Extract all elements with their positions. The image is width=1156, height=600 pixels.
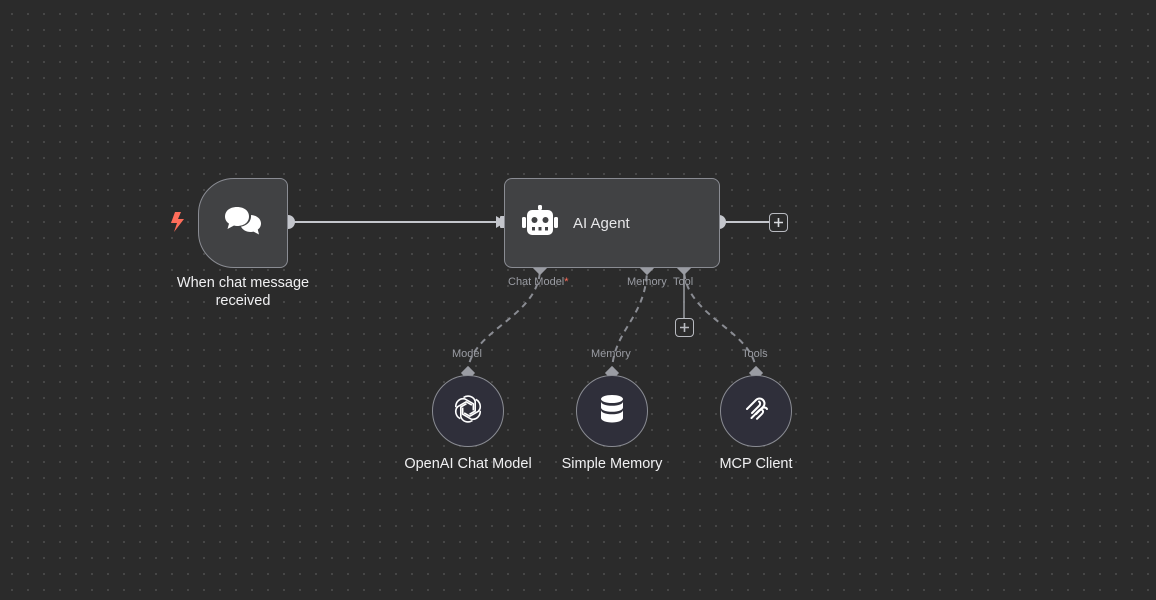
mcp-client-label: MCP Client [719,456,793,472]
required-marker: * [564,276,569,288]
memory-port-label: Memory [627,276,667,288]
chat-trigger-node[interactable] [198,178,288,268]
tools-port-label: Tools [742,348,768,360]
model-port-label: Model [452,348,482,360]
chat-bubbles-icon [223,204,263,243]
openai-chat-model-node[interactable] [432,375,504,447]
mcp-client-node[interactable] [720,375,792,447]
lightning-bolt-icon [170,211,185,238]
add-tool-button[interactable] [675,318,694,337]
simple-memory-node[interactable] [576,375,648,447]
ai-agent-node[interactable]: AI Agent [504,178,720,268]
simple-memory-label: Simple Memory [561,456,663,472]
connection-model-to-agent[interactable] [467,267,541,374]
robot-icon [521,204,559,242]
trigger-node-label: When chat message received [176,275,310,309]
openai-logo-icon [453,394,483,429]
connection-tool-to-agent[interactable] [683,267,757,374]
memory-node-port-label: Memory [591,348,631,360]
openai-chat-model-label: OpenAI Chat Model [404,456,532,472]
connection-memory-to-agent[interactable] [611,267,648,374]
plus-icon [774,218,783,227]
tool-port-label: Tool [673,276,694,288]
chat-model-port-label: Chat Model* [508,276,569,288]
ai-agent-title: AI Agent [573,214,630,232]
add-node-after-agent-button[interactable] [769,213,788,232]
mcp-logo-icon [743,396,769,427]
plus-icon [680,323,689,332]
database-icon [599,394,625,429]
